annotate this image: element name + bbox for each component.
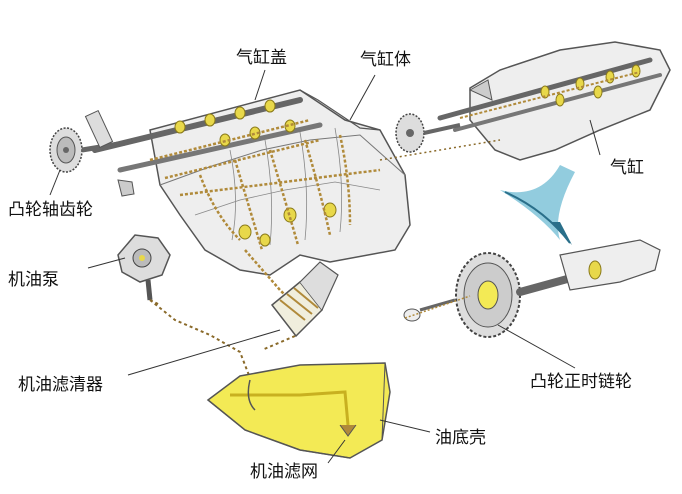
- oil-line: [149, 299, 296, 379]
- label-cylinder-head: 气缸盖: [236, 48, 287, 68]
- label-oil-pan: 油底壳: [435, 428, 486, 448]
- label-camshaft-gear: 凸轮轴齿轮: [8, 200, 93, 220]
- oil-filter: [270, 261, 339, 338]
- cylinder-upper-right: [395, 41, 671, 161]
- label-cylinder: 气缸: [610, 158, 644, 178]
- camshaft-gear: [49, 109, 135, 197]
- oil-pump: [117, 234, 171, 301]
- oil-pan: [206, 362, 391, 459]
- label-oil-strainer: 机油滤网: [250, 462, 318, 482]
- oil-line-right: [379, 139, 501, 161]
- oil-galleries: [149, 118, 381, 311]
- leader-lines: [49, 69, 601, 464]
- label-oil-pump: 机油泵: [8, 270, 59, 290]
- zoom-arrow: [500, 165, 575, 245]
- label-oil-filter: 机油滤清器: [18, 375, 103, 395]
- cylinder-head-camshafts: [92, 97, 337, 247]
- label-cam-timing-sprocket: 凸轮正时链轮: [530, 372, 632, 392]
- label-cylinder-block: 气缸体: [360, 50, 411, 70]
- cam-timing-sprocket: [403, 239, 661, 338]
